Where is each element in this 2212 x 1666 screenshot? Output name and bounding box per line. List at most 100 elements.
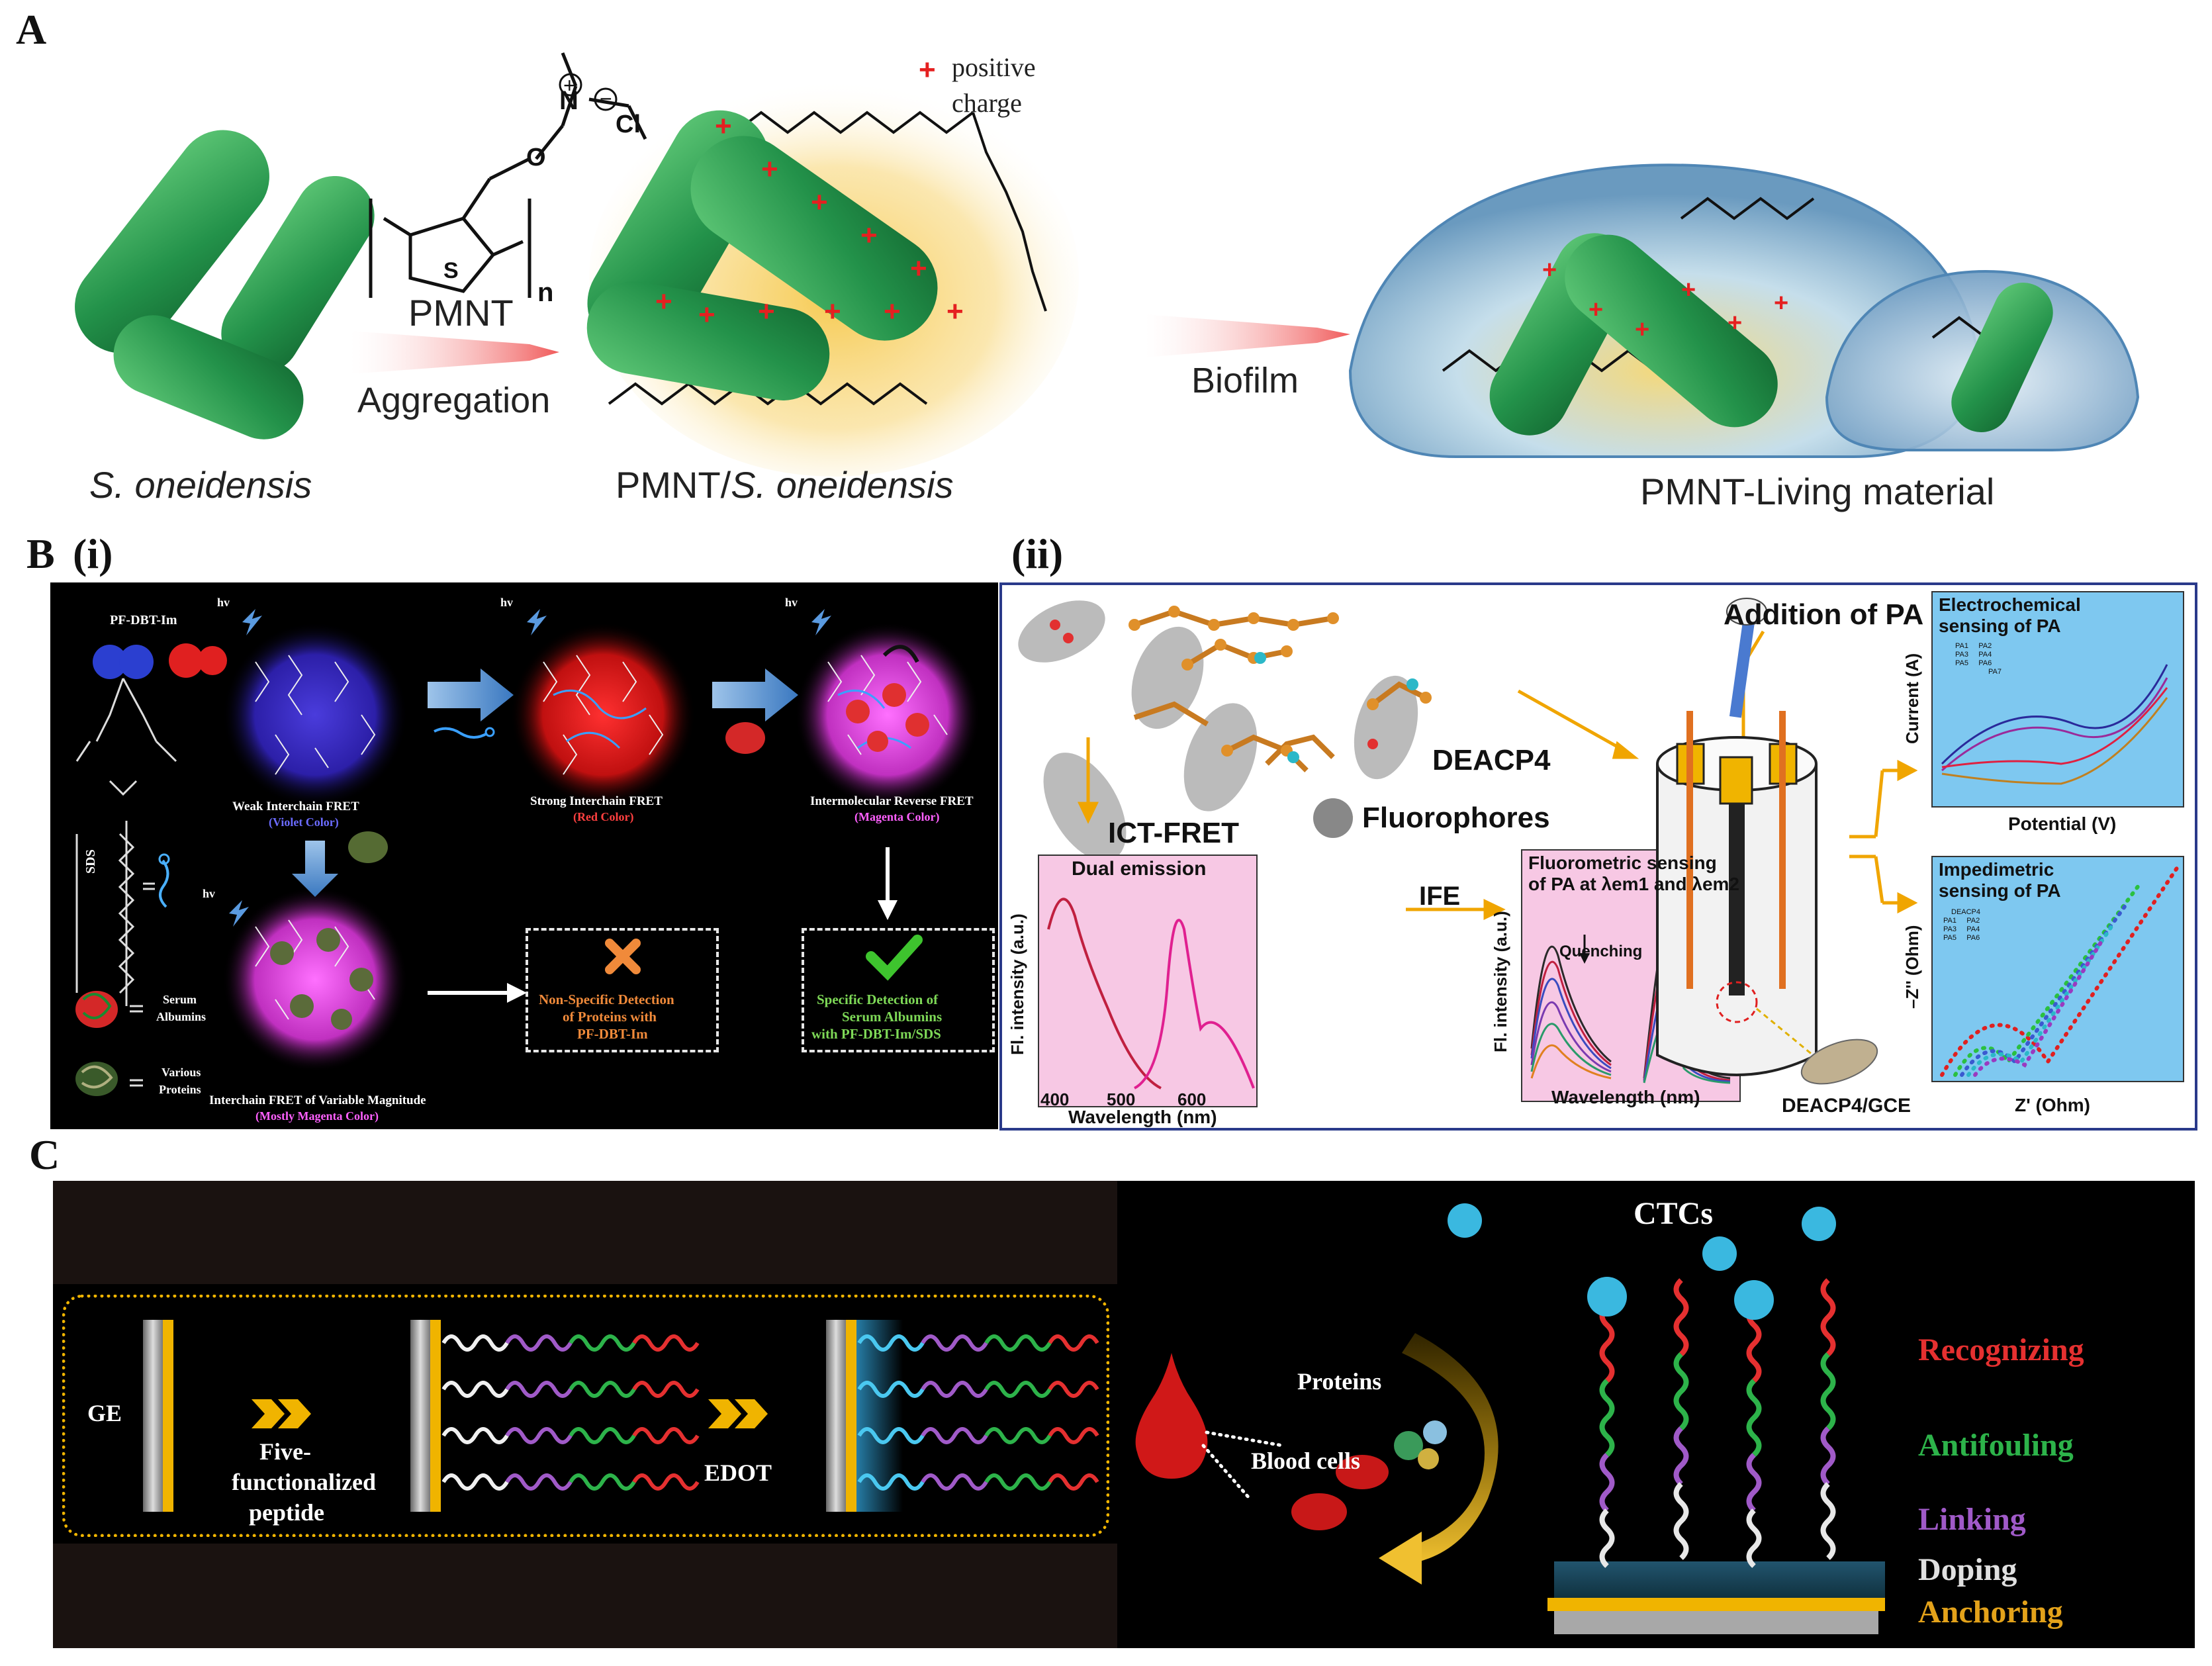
serum-albumin-icon [75,991,118,1028]
echem-legend: PA1 PA2 PA3 PA4 PA5 PA6 PA7 [1955,642,2088,676]
red-sphere [510,622,696,808]
impedimetric-plot [1931,856,2184,1082]
panel-b-ii-graphics [1018,591,2184,1107]
sds-label: SDS [83,849,98,874]
curved-arrow-icon [882,645,919,663]
flow-arrow [428,669,514,721]
electrode-icon [826,1320,903,1512]
bacterium-icon [1951,283,2053,432]
svg-text:+: + [946,295,964,328]
five-functionalized-3: peptide [249,1499,325,1526]
polymer-chain [608,111,1047,406]
vertical-peptides [1599,1278,1836,1568]
electrode-band [53,1284,1117,1544]
cross-icon [605,939,641,974]
legend-linking: Linking [1918,1502,2026,1537]
edot-label: EDOT [704,1459,772,1486]
hv-label: hv [500,596,514,609]
pmnt-o-atom: O [526,144,546,171]
chevron-arrow-icon [252,1399,768,1428]
svg-text:+: + [1728,309,1742,337]
reverse-fret-color: (Magenta Color) [854,810,940,823]
echem-title-1: Electrochemical [1939,594,2081,615]
svg-text:+: + [698,299,715,331]
nonspecific-line-1: Non-Specific Detection [539,992,674,1007]
protein-small-icon [348,831,388,863]
polymer-label: PF-DBT-Im [110,613,177,627]
biofilm-arrow [1145,314,1350,357]
ge-label: GE [87,1400,122,1426]
bacterium-icon [113,315,304,440]
legend-item: PA1 [1955,642,1968,650]
blood-cell-icon [1336,1455,1389,1489]
fluorometric-title-2: of PA at λem1 and λem2 [1528,874,1740,894]
legend-item: PA5 [1955,659,1968,667]
pmnt-n-sub: n [537,278,553,307]
nonspecific-line-3: PF-DBT-Im [577,1026,648,1042]
dotted-frame [62,1295,1109,1537]
pf-dbt-im-structure [75,643,227,1006]
echem-title-2: sensing of PA [1939,616,2061,636]
electrochemical-cell [1656,598,1818,1076]
panel-label-b-ii: (ii) [1011,530,1064,577]
svg-text:+: + [758,295,775,328]
svg-text:+: + [860,219,878,252]
ctcs-label: CTCs [1634,1196,1714,1231]
cv-curves [1941,664,2168,785]
legend-item: PA3 [1955,651,1968,659]
panel-c-left-graphics [143,1320,1099,1512]
peptide-helices [441,1334,1099,1491]
fluorophore-icon [1313,798,1353,838]
magenta-sphere-variable [222,887,408,1072]
protein-cluster [270,928,373,1030]
aggregation-arrow [351,331,559,374]
nonspecific-line-2: of Proteins with [563,1009,657,1025]
dual-emission-plot [1038,855,1258,1107]
pmnt-cl-atom: Cl [616,111,641,138]
svg-text:+: + [910,252,927,285]
imped-title-2: sensing of PA [1939,880,2061,901]
emission-curve-2 [1134,919,1255,1089]
strong-fret-color: (Red Color) [573,810,634,823]
ctc-cell-icon [1448,1203,1836,1320]
substrate-layer [1554,1561,1885,1601]
panel-a-illustration: O N Cl S n + − +++ +++ +++ ++ + [75,52,2140,477]
flow-arrow [712,669,798,721]
five-functionalized-2: functionalized [232,1469,377,1495]
bacterium-icon [221,175,375,374]
electrode-icon [410,1320,441,1512]
specific-line-2: Serum Albumins [842,1009,943,1025]
caption-s-oneidensis-italic: S. oneidensis [731,464,954,506]
variable-fret-label: Interchain FRET of Variable Magnitude [209,1093,426,1107]
fluorometric-title-1: Fluorometric sensing [1528,853,1717,873]
various-label-1: Various [161,1066,201,1079]
legend-item: PA1 [1943,917,1957,925]
wavelength-axis-2: Wavelength (nm) [1551,1087,1700,1107]
sphere-chains [255,655,948,1020]
svg-text:+: + [715,110,732,142]
positive-charge-legend-line2: charge [952,88,1022,118]
tick-600: 600 [1177,1089,1207,1109]
bacterium-icon [75,130,269,353]
hv-label: hv [785,596,798,609]
panel-b-i: hv hv hv hv PF-DBT-Im SDS Serum Albumins… [50,582,998,1129]
ict-fret-label: ICT-FRET [1108,817,1239,849]
cycle-arrow-icon [1402,1333,1498,1565]
panel-label-c: C [29,1131,60,1178]
serum-label-2: Albumins [156,1010,207,1023]
nyquist-points [1940,861,2182,1077]
svg-text:+: + [824,295,841,328]
five-functionalized-1: Five- [259,1438,311,1465]
legend-antifouling: Antifouling [1918,1428,2074,1463]
legend-item: PA7 [1988,668,2002,676]
variable-fret-color: (Mostly Magenta Color) [255,1109,379,1123]
legend-recognizing: Recognizing [1918,1332,2084,1367]
svg-text:+: + [761,153,778,185]
positive-charge-legend-plus: + [919,54,936,86]
hv-label: hv [217,596,230,609]
strong-fret-label: Strong Interchain FRET [530,794,663,808]
blood-cells-label: Blood cells [1251,1448,1361,1474]
nonspecific-detection-box [526,928,719,1052]
legend-anchoring: Anchoring [1918,1595,2063,1630]
flow-arrow [1078,630,1918,920]
